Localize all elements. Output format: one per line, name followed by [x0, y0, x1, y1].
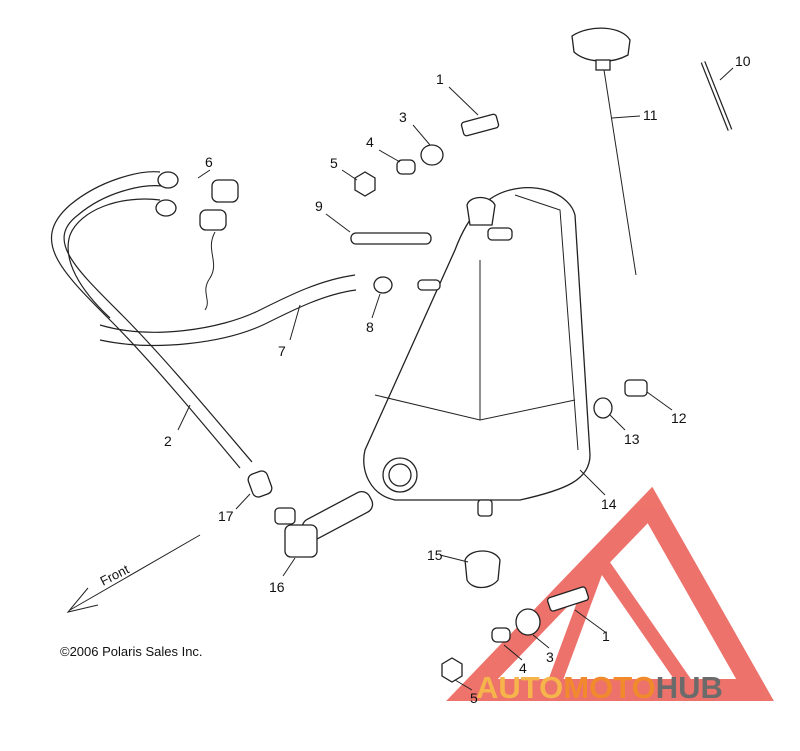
watermark-logo: [446, 486, 774, 701]
parts-16-17: [247, 470, 374, 558]
callout-17: 17: [218, 508, 234, 524]
callouts: 1 3 4 5 6 9 8 7 2 10 11 12 13 14 15 16 1…: [164, 53, 751, 706]
callout-6: 6: [205, 154, 213, 170]
copyright-text: ©2006 Polaris Sales Inc.: [60, 644, 203, 659]
part-15: [464, 550, 501, 589]
callout-8: 8: [366, 319, 374, 335]
callout-2: 2: [164, 433, 172, 449]
parts-12-13: [593, 379, 648, 419]
callout-1-bottom: 1: [602, 628, 610, 644]
callout-10: 10: [735, 53, 751, 69]
callout-11: 11: [643, 107, 658, 123]
watermark-auto: AUTO: [476, 670, 563, 705]
callout-4-top: 4: [366, 134, 374, 150]
dipstick-11: [571, 27, 637, 276]
front-arrow: [66, 534, 201, 613]
callout-12: 12: [671, 410, 687, 426]
oil-tank-14: [363, 186, 591, 517]
leader-lines: [177, 67, 734, 691]
callout-7: 7: [278, 343, 286, 359]
callout-4-bottom: 4: [519, 660, 527, 676]
callout-16: 16: [269, 579, 285, 595]
callout-9: 9: [315, 198, 323, 214]
callout-3-top: 3: [399, 109, 407, 125]
callout-14: 14: [601, 496, 617, 512]
callout-13: 13: [624, 431, 640, 447]
watermark-hub: HUB: [656, 670, 723, 705]
hose-7: [99, 274, 357, 346]
hose-2: [50, 171, 253, 469]
clamps-6: [155, 171, 239, 311]
hardware-bottom: [441, 586, 590, 683]
callout-3-bottom: 3: [546, 649, 554, 665]
watermark-moto: MOTO: [563, 670, 655, 705]
callout-5-top: 5: [330, 155, 338, 171]
callout-1-top: 1: [436, 71, 444, 87]
hardware-top: [350, 113, 513, 294]
watermark-text: AUTOMOTOHUB: [476, 670, 723, 705]
callout-5-bottom: 5: [470, 690, 478, 706]
part-10: [700, 61, 733, 131]
callout-15: 15: [427, 547, 443, 563]
